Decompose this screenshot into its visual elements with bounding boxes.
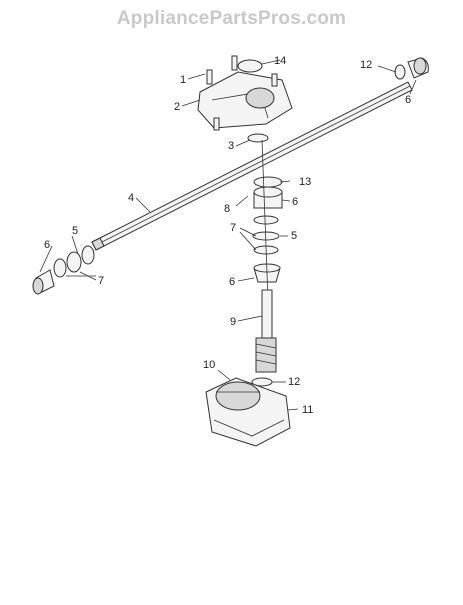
callout-10: 10 bbox=[203, 359, 215, 371]
washer-3 bbox=[247, 133, 269, 143]
callout-6b: 6 bbox=[292, 196, 298, 208]
callout-14: 14 bbox=[274, 55, 286, 67]
callout-7a: 7 bbox=[98, 275, 104, 287]
callout-13: 13 bbox=[299, 176, 311, 188]
callout-6d: 6 bbox=[405, 94, 411, 106]
callout-6c: 6 bbox=[229, 276, 235, 288]
callout-2: 2 bbox=[174, 101, 180, 113]
callout-6a: 6 bbox=[44, 239, 50, 251]
leader-lines bbox=[39, 59, 417, 411]
axle-shaft bbox=[91, 81, 413, 251]
watermark: AppliancePartsPros.com bbox=[116, 8, 347, 29]
callout-labels: 1 2 3 4 5 5 6 6 6 6 7 7 8 9 10 11 12 12 … bbox=[44, 55, 411, 416]
callout-12a: 12 bbox=[288, 376, 300, 388]
axle-left-end bbox=[32, 245, 95, 295]
callout-1: 1 bbox=[180, 74, 186, 86]
upper-housing bbox=[197, 55, 293, 131]
vertical-stack bbox=[252, 139, 283, 301]
callout-7b: 7 bbox=[230, 222, 236, 234]
worm-shaft bbox=[255, 289, 277, 373]
callout-3: 3 bbox=[228, 140, 234, 152]
callout-4: 4 bbox=[128, 192, 134, 204]
axle-right-end bbox=[394, 57, 429, 80]
callout-12b: 12 bbox=[360, 59, 372, 71]
callout-11: 11 bbox=[302, 404, 313, 416]
callout-8: 8 bbox=[224, 203, 230, 215]
callout-9: 9 bbox=[230, 316, 236, 328]
lower-housing bbox=[205, 377, 291, 447]
callout-5a: 5 bbox=[72, 225, 78, 237]
callout-5b: 5 bbox=[291, 230, 297, 242]
